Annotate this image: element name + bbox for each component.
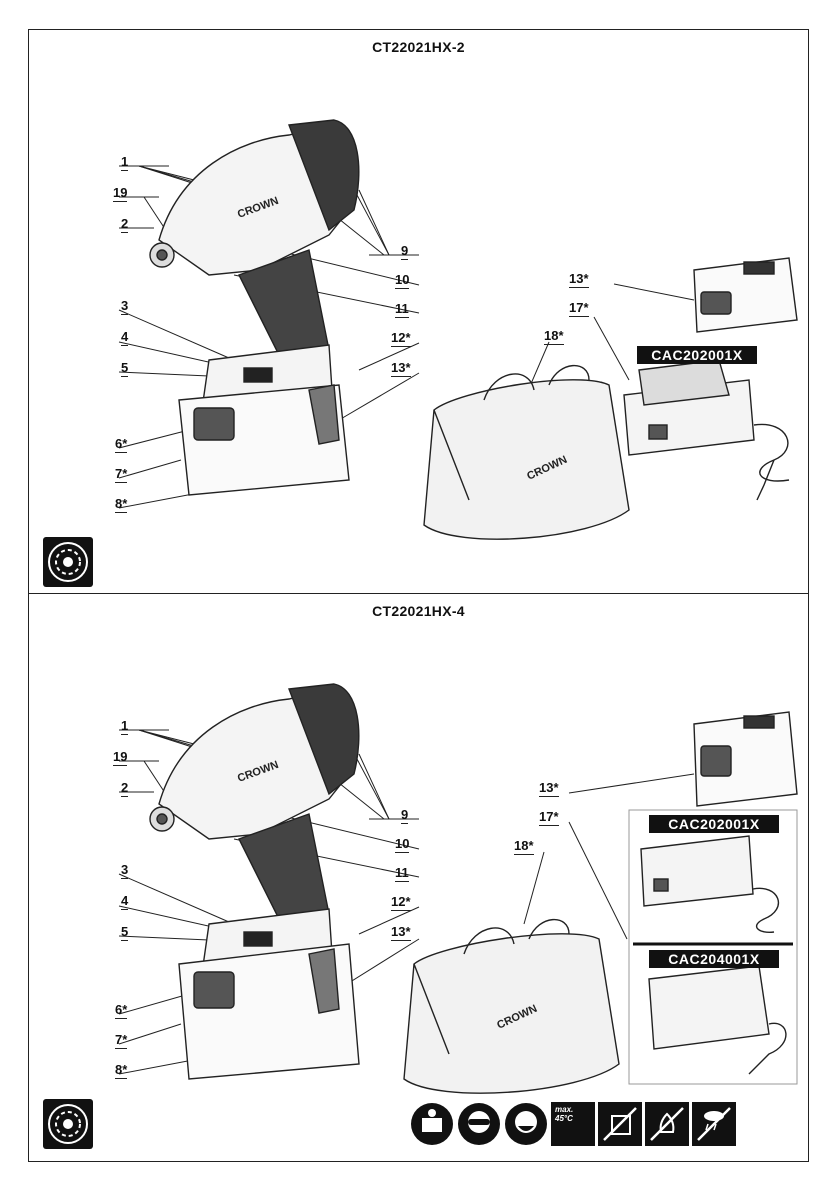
part-label-17: 17* bbox=[539, 809, 559, 826]
part-label-19: 19 bbox=[113, 185, 127, 202]
part-label-11: 11 bbox=[395, 865, 409, 882]
part-label-12: 12* bbox=[391, 894, 411, 911]
panel-ct22021hx-4: CT22021HX-4 bbox=[28, 594, 809, 1162]
part-label-10: 10 bbox=[395, 272, 409, 289]
part-label-3: 3 bbox=[121, 862, 128, 879]
no-fire-icon bbox=[645, 1102, 689, 1146]
part-label-19: 19 bbox=[113, 749, 127, 766]
impact-driver-drawing: CROWN CROWN bbox=[29, 30, 810, 595]
part-label-12: 12* bbox=[391, 330, 411, 347]
part-label-3: 3 bbox=[121, 298, 128, 315]
part-label-8: 8* bbox=[115, 1062, 127, 1079]
part-label-8: 8* bbox=[115, 496, 127, 513]
part-label-18: 18* bbox=[544, 328, 564, 345]
charger-model-tag: CAC202001X bbox=[637, 346, 757, 364]
part-label-9: 9 bbox=[401, 243, 408, 260]
max-temperature-text: max. 45°C bbox=[551, 1102, 595, 1123]
no-rain-icon bbox=[692, 1102, 736, 1146]
part-label-5: 5 bbox=[121, 924, 128, 941]
part-label-11: 11 bbox=[395, 301, 409, 318]
part-label-2: 2 bbox=[121, 780, 128, 797]
part-label-2: 2 bbox=[121, 216, 128, 233]
part-label-4: 4 bbox=[121, 329, 128, 346]
part-label-13: 13* bbox=[391, 360, 411, 377]
part-label-6: 6* bbox=[115, 1002, 127, 1019]
panel-ct22021hx-2: CT22021HX-2 bbox=[28, 29, 809, 594]
part-label-4: 4 bbox=[121, 893, 128, 910]
max-temperature-icon: max. 45°C bbox=[551, 1102, 595, 1146]
impact-driver-drawing: CROWN CROWN bbox=[29, 594, 810, 1162]
eye-protection-icon bbox=[457, 1102, 501, 1146]
read-manual-icon bbox=[410, 1102, 454, 1146]
part-label-9: 9 bbox=[401, 807, 408, 824]
charger-model-tag: CAC202001X bbox=[649, 815, 779, 833]
part-label-7: 7* bbox=[115, 1032, 127, 1049]
part-label-6: 6* bbox=[115, 436, 127, 453]
rotation-symbol-icon bbox=[43, 1099, 93, 1149]
part-label-10: 10 bbox=[395, 836, 409, 853]
part-label-13-battery: 13* bbox=[539, 780, 559, 797]
no-water-icon bbox=[598, 1102, 642, 1146]
part-label-1: 1 bbox=[121, 154, 128, 171]
part-label-5: 5 bbox=[121, 360, 128, 377]
part-label-1: 1 bbox=[121, 718, 128, 735]
rotation-symbol-icon bbox=[43, 537, 93, 587]
part-label-17: 17* bbox=[569, 300, 589, 317]
part-label-18: 18* bbox=[514, 838, 534, 855]
part-label-7: 7* bbox=[115, 466, 127, 483]
part-label-13-battery: 13* bbox=[569, 271, 589, 288]
part-label-13: 13* bbox=[391, 924, 411, 941]
dust-mask-icon bbox=[504, 1102, 548, 1146]
charger-model-tag-fast: CAC204001X bbox=[649, 950, 779, 968]
